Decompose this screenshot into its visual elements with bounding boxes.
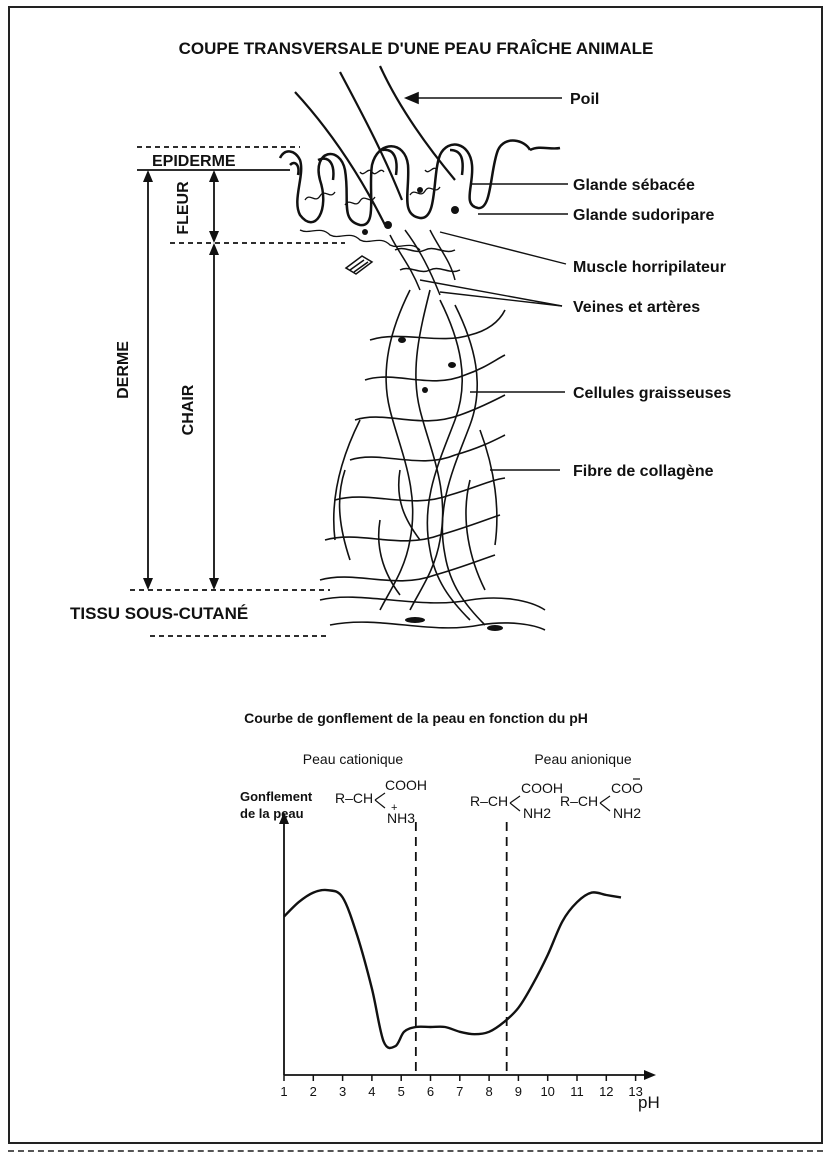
x-tick-label: 4 (368, 1084, 375, 1099)
formula-middle-rch: R–CH (470, 793, 508, 809)
epidermis-surface (280, 141, 560, 226)
ph-dashed-guides (416, 822, 507, 1075)
poil-leader (406, 93, 562, 103)
label-cationic: Peau cationique (303, 751, 404, 767)
label-tissu: TISSU SOUS-CUTANÉ (70, 604, 248, 623)
x-tick-label: 3 (339, 1084, 346, 1099)
formula-anionic-coo: COO (611, 780, 643, 796)
x-tick-labels: 12345678910111213 (280, 1084, 642, 1099)
label-fleur: FLEUR (175, 181, 192, 235)
formula-cationic: R–CH COOH + NH3 (335, 777, 427, 826)
formula-anionic-nh2: NH2 (613, 805, 641, 821)
right-leaders (420, 184, 568, 470)
layer-brackets (130, 147, 345, 636)
x-tick-label: 6 (427, 1084, 434, 1099)
formula-anionic-rch: R–CH (560, 793, 598, 809)
x-axis-title: pH (638, 1093, 660, 1112)
fat-cells (398, 337, 503, 631)
formula-middle-nh2: NH2 (523, 805, 551, 821)
x-tick-label: 2 (310, 1084, 317, 1099)
collagen-network (320, 290, 545, 630)
chart-title: Courbe de gonflement de la peau en fonct… (244, 710, 588, 726)
label-muscle: Muscle horripilateur (573, 259, 726, 276)
label-glande-sebacee: Glande sébacée (573, 177, 695, 194)
axis-arrowheads (279, 812, 656, 1080)
x-tick-label: 12 (599, 1084, 613, 1099)
x-tick-label: 7 (456, 1084, 463, 1099)
x-tick-label: 1 (280, 1084, 287, 1099)
x-tick-label: 9 (515, 1084, 522, 1099)
y-axis-title-line1: Gonflement (240, 789, 313, 804)
formula-middle: R–CH COOH NH2 (470, 780, 563, 821)
muscle-vessels (346, 230, 460, 295)
x-tick-label: 8 (485, 1084, 492, 1099)
formula-cationic-nh3: NH3 (387, 810, 415, 826)
label-fibre: Fibre de collagène (573, 463, 714, 480)
label-derme: DERME (115, 341, 132, 399)
label-cellules: Cellules graisseuses (573, 385, 731, 402)
y-axis-title-line2: de la peau (240, 806, 304, 821)
anatomy-title: COUPE TRANSVERSALE D'UNE PEAU FRAÎCHE AN… (179, 39, 654, 58)
label-anionic: Peau anionique (534, 751, 632, 767)
label-glande-sudoripare: Glande sudoripare (573, 207, 714, 224)
label-veines: Veines et artères (573, 299, 700, 316)
swelling-curve (284, 890, 621, 1048)
x-tick-label: 10 (540, 1084, 554, 1099)
label-chair: CHAIR (180, 384, 197, 435)
formula-middle-cooh: COOH (521, 780, 563, 796)
x-tick-label: 11 (570, 1084, 584, 1099)
label-epiderme: EPIDERME (152, 153, 236, 170)
formula-cationic-cooh: COOH (385, 777, 427, 793)
x-tick-label: 5 (398, 1084, 405, 1099)
chart-axes (284, 820, 648, 1075)
label-poil: Poil (570, 91, 599, 108)
formula-cationic-rch: R–CH (335, 790, 373, 806)
hair-strands (295, 66, 455, 225)
formula-anionic: R–CH COO NH2 (560, 779, 643, 821)
